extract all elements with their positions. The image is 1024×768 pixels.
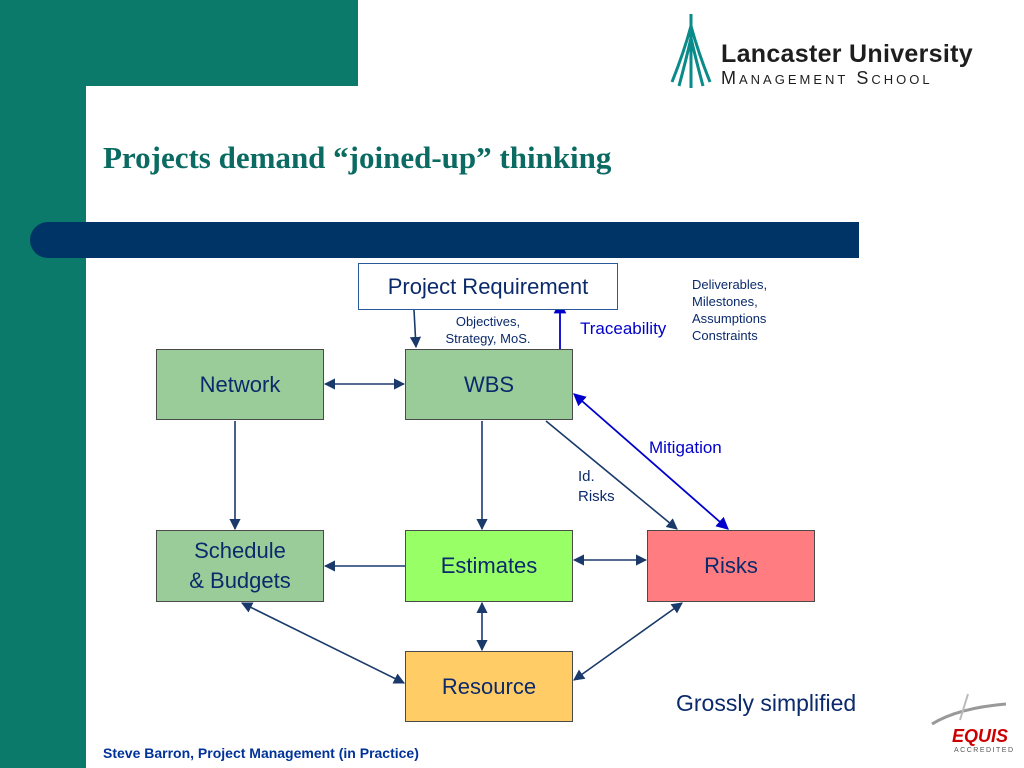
- left-teal-band: [0, 0, 86, 768]
- edge-mitigation: [573, 393, 729, 530]
- equis-sublabel: ACCREDITED: [954, 747, 1015, 754]
- edge-risks-resource: [573, 602, 683, 681]
- node-label: Risks: [704, 553, 758, 579]
- node-label: Estimates: [440, 553, 538, 579]
- title-underline-bar: [30, 222, 859, 258]
- top-teal-band: [0, 0, 358, 86]
- annotation-line: Deliverables,: [692, 277, 768, 292]
- equis-swoosh-icon: [931, 693, 1007, 726]
- node-schedule-budgets: Schedule & Budgets: [156, 530, 324, 602]
- footer-caption: Steve Barron, Project Management (in Pra…: [103, 745, 419, 761]
- node-label: Resource: [441, 673, 537, 699]
- lancaster-logo-icon: [670, 14, 712, 88]
- content-corner: [86, 86, 226, 226]
- node-project-requirement: Project Requirement: [358, 263, 618, 310]
- logo-name: Lancaster University: [721, 40, 973, 68]
- annotation-line: Strategy, MoS.: [445, 330, 531, 346]
- annotation-deliverables: Deliverables, Milestones, Assumptions Co…: [692, 277, 767, 345]
- equis-label: EQUIS: [952, 726, 1009, 746]
- node-estimates: Estimates: [405, 530, 573, 602]
- node-wbs: WBS: [405, 349, 573, 420]
- node-label: Project Requirement: [387, 273, 589, 299]
- label-mitigation: Mitigation: [649, 438, 722, 457]
- annotation-line: Milestones,: [692, 293, 758, 309]
- node-label: Network: [199, 371, 281, 397]
- node-label: & Budgets: [189, 568, 291, 593]
- node-label: WBS: [463, 371, 515, 397]
- logo-subname: Management School: [721, 68, 933, 88]
- annotation-line: Constraints: [692, 327, 758, 343]
- node-network: Network: [156, 349, 324, 420]
- annotation-objectives: Objectives, Strategy, MoS.: [438, 314, 538, 348]
- node-risks: Risks: [647, 530, 815, 602]
- note-grossly-simplified: Grossly simplified: [676, 690, 857, 716]
- annotation-id-risks: Id. Risks: [578, 467, 615, 506]
- node-resource: Resource: [405, 651, 573, 722]
- annotation-line: Id.: [578, 468, 595, 485]
- annotation-line: Objectives,: [455, 314, 521, 329]
- equis-accreditation-badge: EQUIS ACCREDITED: [928, 690, 1014, 760]
- annotation-line: Risks: [578, 487, 615, 505]
- edge-schedule-resource: [240, 602, 406, 684]
- page-title: Projects demand “joined-up” thinking: [103, 140, 612, 175]
- edge-requirement-wbs: [409, 309, 422, 349]
- annotation-line: Assumptions: [692, 310, 767, 326]
- node-label: Schedule: [194, 538, 286, 564]
- label-traceability: Traceability: [580, 319, 667, 338]
